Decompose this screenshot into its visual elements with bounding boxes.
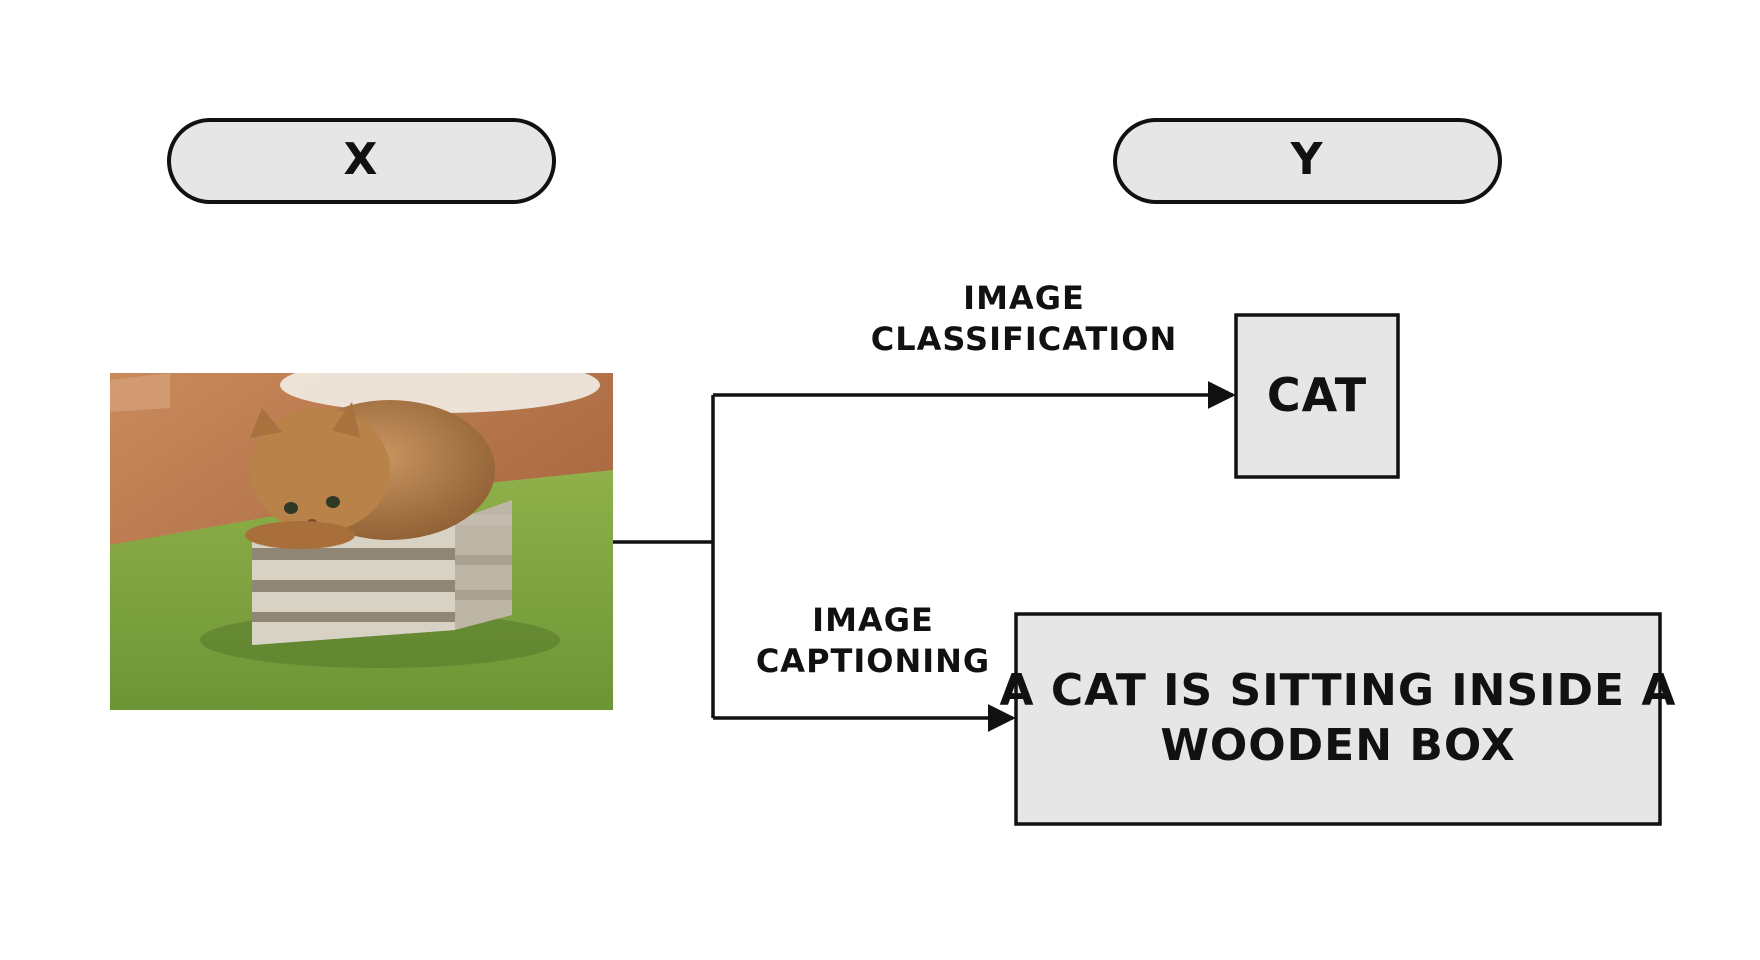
input-label-text: X [344, 134, 379, 185]
captioning-task-label: IMAGE CAPTIONING [756, 601, 990, 680]
classification-output-text: CAT [1267, 368, 1367, 422]
input-image [110, 373, 613, 710]
fur-rug [280, 373, 600, 413]
captioning-output-box: A CAT IS SITTING INSIDE A WOODEN BOX [1000, 612, 1677, 826]
classification-task-line1: IMAGE [963, 279, 1085, 317]
captioning-task-line1: IMAGE [812, 601, 934, 639]
classification-task-line2: CLASSIFICATION [871, 320, 1177, 358]
connector-lines [613, 381, 1236, 732]
input-label-pill: X [167, 118, 556, 204]
captioning-output-line2: WOODEN BOX [1160, 720, 1515, 771]
output-label-pill: Y [1113, 118, 1502, 204]
classification-task-label: IMAGE CLASSIFICATION [871, 279, 1177, 358]
captioning-task-line2: CAPTIONING [756, 642, 990, 680]
captioning-output-line1: A CAT IS SITTING INSIDE A [1000, 665, 1677, 716]
cat-figure [245, 400, 495, 549]
classification-output-box: CAT [1234, 313, 1400, 479]
output-label-text: Y [1290, 134, 1324, 185]
